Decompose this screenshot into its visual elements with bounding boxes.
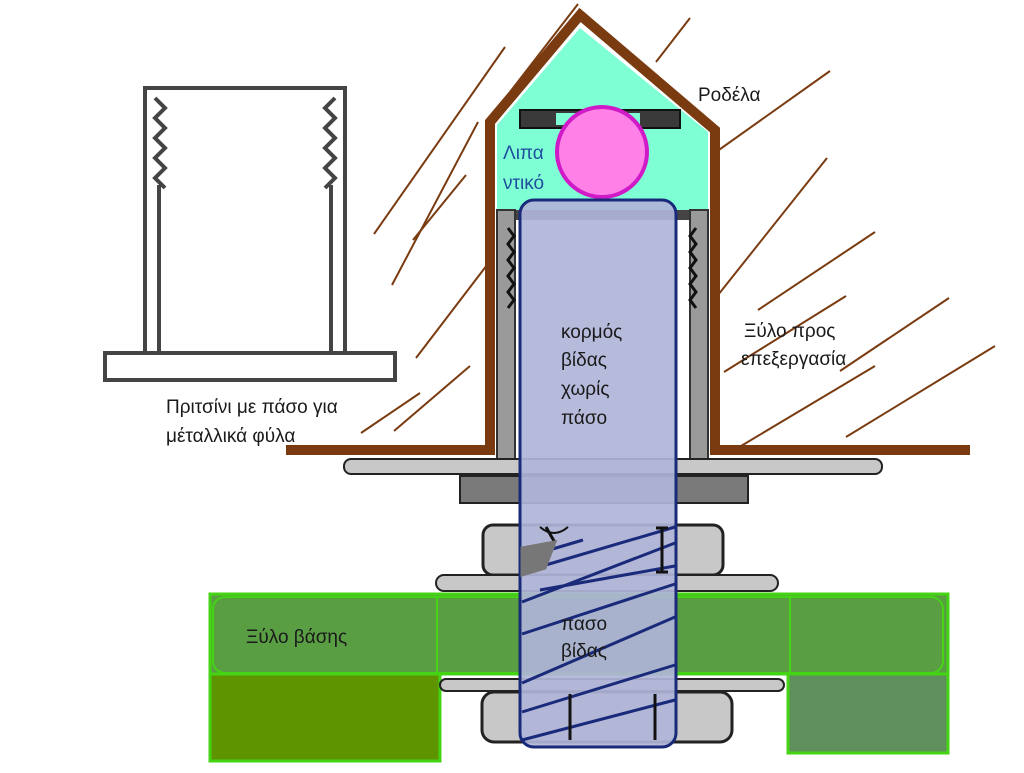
label-rivet-line2: μέταλλικά φύλα <box>166 426 295 447</box>
workpiece-wood <box>286 7 970 455</box>
label-shank-line3: χωρίς <box>561 379 609 400</box>
label-shank-line1: κορμός <box>561 322 622 343</box>
label-lubricant-line2: ντικό <box>503 173 544 194</box>
label-shank-line2: βίδας <box>561 350 607 371</box>
bolt-body <box>518 198 678 749</box>
lubricant-ball <box>555 105 649 199</box>
wood-hatch-lines <box>360 3 996 447</box>
label-base-wood: Ξύλο βάσης <box>246 627 347 648</box>
label-thread-line1: πασο <box>561 614 607 635</box>
label-workpiece-line2: επεξεργασία <box>741 349 846 370</box>
nut-detail <box>520 526 668 740</box>
label-thread-line2: βίδας <box>561 641 607 662</box>
label-washer: Ροδέλα <box>698 85 760 106</box>
label-rivet-line1: Πριτσίνι με πάσο για <box>166 397 338 418</box>
label-lubricant-line1: Λιπα <box>503 143 544 164</box>
label-workpiece-line1: Ξύλο προς <box>744 321 835 342</box>
label-shank-line4: πάσο <box>561 408 607 429</box>
threaded-rivet-drawing <box>103 86 397 382</box>
bolt-threads <box>521 525 676 742</box>
